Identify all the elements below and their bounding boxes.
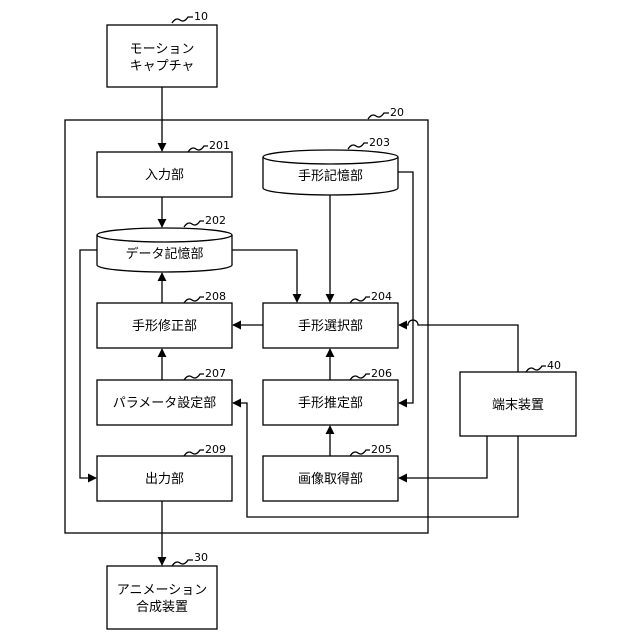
- hand-shape-storage-label: 手形記憶部: [298, 168, 363, 184]
- parameter-setting-label: パラメータ設定部: [113, 395, 217, 411]
- arrow-terminal-to-selection: [399, 320, 518, 372]
- ref-number-206: 206: [371, 367, 392, 380]
- ref-number-205: 205: [371, 443, 392, 456]
- ref-leader-20: [368, 113, 389, 119]
- animation-synthesis-label-1: アニメーション: [117, 583, 207, 598]
- ref-leader-204: [350, 297, 370, 303]
- ref-leader-203: [348, 143, 368, 149]
- ref-number-208: 208: [205, 290, 226, 303]
- arrow-datastore-to-output: [80, 250, 97, 478]
- data-storage-label: データ記憶部: [125, 246, 203, 262]
- ref-number-40: 40: [547, 359, 561, 372]
- ref-leader-10: [172, 17, 193, 23]
- ref-leader-208: [184, 297, 204, 303]
- ref-leader-205: [350, 450, 370, 456]
- data-storage-cylinder-top: [97, 228, 232, 242]
- ref-number-30: 30: [194, 551, 208, 564]
- ref-leader-30: [172, 560, 193, 566]
- ref-number-10: 10: [194, 10, 208, 23]
- motion-capture-label-2: キャプチャ: [130, 59, 195, 74]
- ref-number-201: 201: [209, 139, 230, 152]
- input-unit-label: 入力部: [145, 168, 184, 183]
- ref-leader-202: [184, 221, 204, 227]
- ref-leader-209: [184, 450, 204, 456]
- arrow-terminal-to-acquisition: [399, 436, 487, 478]
- image-acquisition-label: 画像取得部: [298, 471, 363, 487]
- output-unit-label: 出力部: [145, 472, 184, 487]
- ref-number-209: 209: [205, 443, 226, 456]
- ref-number-20: 20: [390, 106, 404, 119]
- ref-number-202: 202: [205, 214, 226, 227]
- hand-shape-storage-cylinder-top: [263, 150, 398, 164]
- arrow-terminal-to-parameter: [233, 403, 518, 517]
- ref-leader-201: [188, 146, 208, 152]
- animation-synthesis-label-2: 合成装置: [136, 600, 188, 615]
- arrow-datastore-to-selection: [232, 250, 297, 302]
- ref-leader-207: [184, 374, 204, 380]
- terminal-device-label: 端末装置: [492, 398, 544, 413]
- ref-number-203: 203: [369, 136, 390, 149]
- ref-number-207: 207: [205, 367, 226, 380]
- hand-shape-selection-label: 手形選択部: [298, 319, 363, 334]
- motion-capture-label-1: モーション: [130, 42, 195, 57]
- ref-leader-206: [350, 374, 370, 380]
- hand-shape-correction-label: 手形修正部: [132, 319, 197, 334]
- ref-number-204: 204: [371, 290, 392, 303]
- hand-shape-estimation-label: 手形推定部: [298, 396, 363, 411]
- arrow-handstore-to-estimation: [398, 172, 413, 403]
- ref-leader-40: [526, 366, 546, 372]
